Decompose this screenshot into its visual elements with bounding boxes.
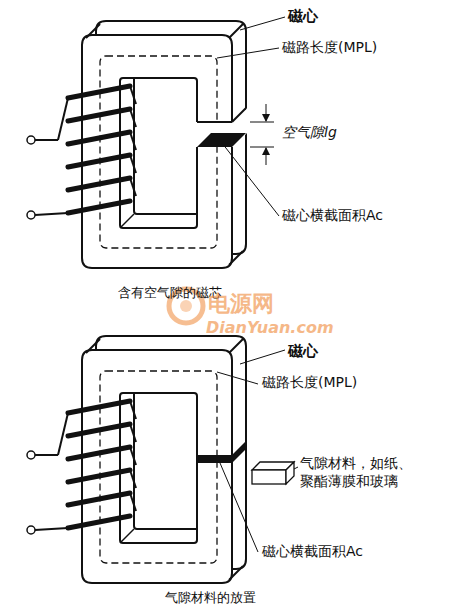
part-label: 磁路长度(MPL) (282, 39, 377, 57)
part-label: 磁路长度(MPL) (262, 374, 357, 392)
core-with-spacer (27, 336, 246, 583)
part-label: 磁心 (288, 7, 318, 26)
gapped-core (27, 21, 246, 268)
leader-lines (217, 17, 285, 216)
cross-section (197, 133, 246, 147)
part-label: 磁心横截面积Ac (262, 543, 363, 561)
watermark-text: 电源网 (208, 290, 274, 318)
figure-caption: 气隙材料的放置 (165, 590, 256, 606)
part-label: 磁心 (288, 342, 318, 361)
figure-caption: 含有空气隙的磁芯 (118, 285, 222, 301)
part-label: 磁心横截面积Ac (282, 207, 383, 225)
part-label: 气隙材料，如纸、 聚酯薄膜和玻璃 (300, 455, 422, 490)
watermark-url: DianYuan.com (206, 318, 334, 338)
dimension-label: 空气隙lg (282, 124, 337, 142)
